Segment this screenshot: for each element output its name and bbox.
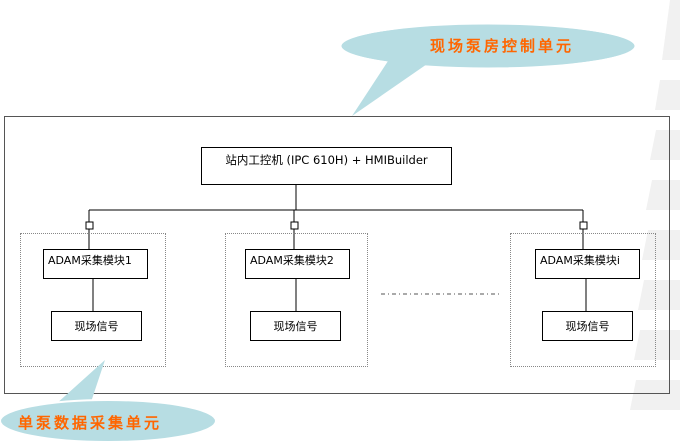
ipc-label: 站内工控机 (IPC 610H) + HMIBuilder bbox=[225, 153, 428, 167]
field-signal-label: 现场信号 bbox=[565, 320, 610, 333]
field-signal-label: 现场信号 bbox=[273, 320, 318, 333]
acquisition-unit-2 bbox=[225, 233, 368, 367]
field-signal-2: 现场信号 bbox=[250, 311, 341, 341]
field-signal-label: 现场信号 bbox=[74, 320, 119, 333]
adam-module-label: ADAM采集模块2 bbox=[250, 254, 334, 267]
acquisition-unit-i bbox=[510, 233, 656, 367]
acquisition-unit-callout-label: 单泵数据采集单元 bbox=[18, 414, 163, 432]
adam-module-1: ADAM采集模块1 bbox=[43, 249, 148, 279]
adam-module-label: ADAM采集模块i bbox=[540, 254, 620, 267]
adam-module-i: ADAM采集模块i bbox=[535, 249, 640, 279]
adam-module-label: ADAM采集模块1 bbox=[48, 254, 132, 267]
background-stripes-decoration bbox=[630, 0, 680, 410]
ipc-box: 站内工控机 (IPC 610H) + HMIBuilder bbox=[201, 147, 452, 185]
acquisition-unit-1 bbox=[20, 233, 166, 367]
control-unit-boundary bbox=[4, 116, 670, 394]
control-unit-callout-label: 现场泵房控制单元 bbox=[430, 37, 575, 55]
adam-module-2: ADAM采集模块2 bbox=[245, 249, 350, 279]
control-unit-callout bbox=[338, 21, 638, 116]
acquisition-unit-callout bbox=[0, 360, 217, 443]
field-signal-1: 现场信号 bbox=[51, 311, 142, 341]
field-signal-i: 现场信号 bbox=[542, 311, 633, 341]
